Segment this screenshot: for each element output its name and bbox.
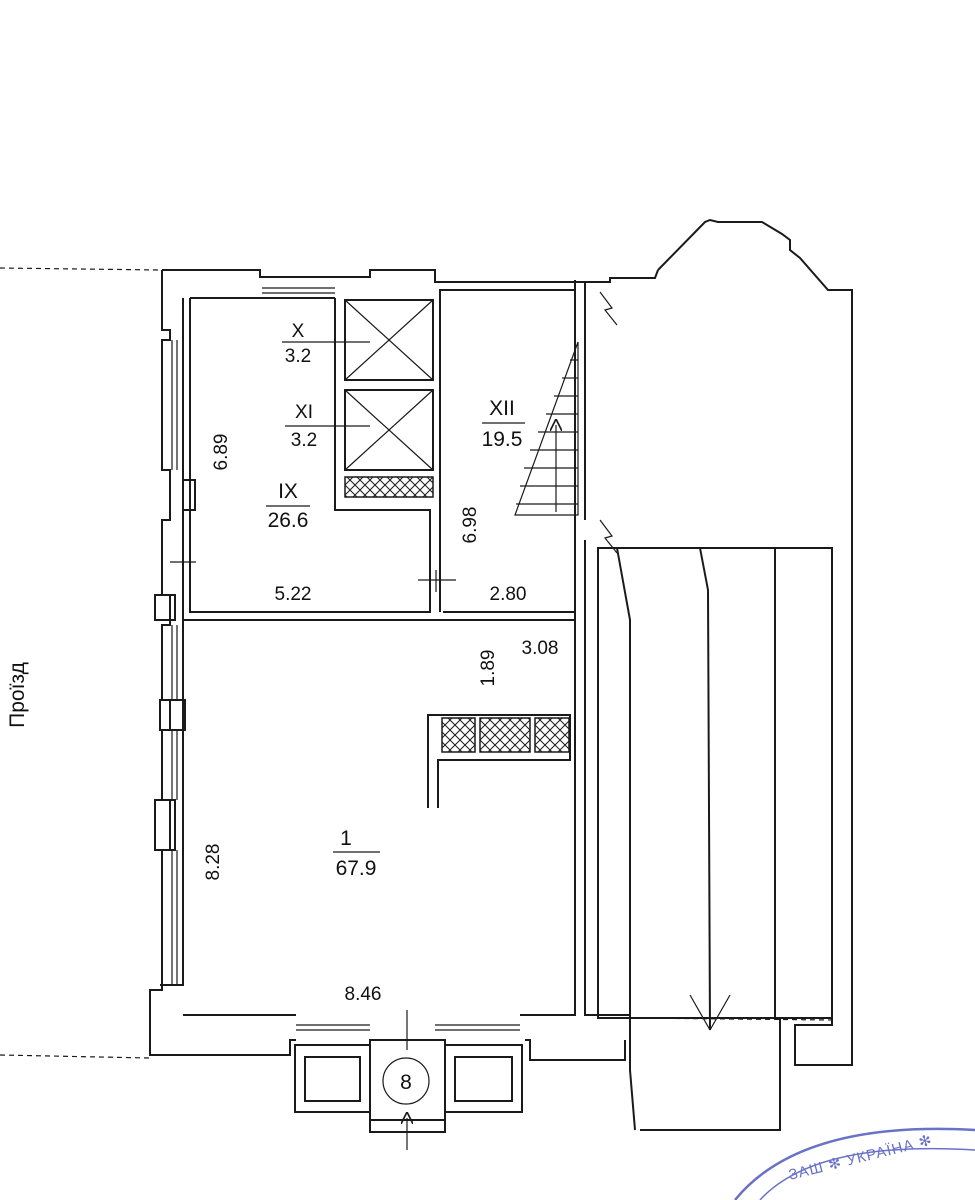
room-area-xi: 3.2 xyxy=(291,430,317,451)
neighbour-building xyxy=(584,218,853,1131)
room-id-xii: XII xyxy=(489,397,515,420)
dim-niche-depth: 1.89 xyxy=(478,650,499,687)
room-area-xii: 19.5 xyxy=(482,428,523,451)
room-id-x: X xyxy=(292,321,305,342)
interior-walls xyxy=(170,289,575,808)
dim-ix-height: 6.89 xyxy=(211,434,232,471)
stair-xii xyxy=(514,341,579,516)
room-id-1: 1 xyxy=(340,827,352,850)
official-stamp: ЗАШ ✻ УКРАЇНА ✻ xyxy=(734,1127,975,1200)
room-label-x: X 3.2 xyxy=(282,321,370,367)
room-id-ix: IX xyxy=(278,480,298,503)
dim-niche-width: 3.08 xyxy=(522,638,559,659)
boundary-line-top xyxy=(0,267,161,271)
dim-room1-width: 8.46 xyxy=(345,984,382,1005)
entrance-number: 8 xyxy=(400,1071,412,1094)
room-label-1: 1 67.9 xyxy=(333,827,380,880)
dim-ix-width: 5.22 xyxy=(275,584,312,605)
entrance-porch: 8 xyxy=(294,1010,523,1150)
street-label: Проїзд xyxy=(6,662,29,728)
room-label-ix: IX 26.6 xyxy=(266,480,310,532)
entrance-number-circle xyxy=(382,1057,430,1105)
dim-room1-height: 8.28 xyxy=(203,844,224,881)
room-area-1: 67.9 xyxy=(336,857,377,880)
boundary-line-bottom xyxy=(0,1054,151,1059)
stamp-text: ЗАШ ✻ УКРАЇНА ✻ xyxy=(787,1132,934,1184)
room-area-x: 3.2 xyxy=(285,346,311,367)
dim-xii-height: 6.98 xyxy=(460,507,481,544)
room-area-ix: 26.6 xyxy=(268,509,309,532)
room-label-xii: XII 19.5 xyxy=(482,397,525,451)
room-label-xi: XI 3.2 xyxy=(285,402,370,451)
room-id-xi: XI xyxy=(295,402,313,423)
dim-xii-width: 2.80 xyxy=(490,584,527,605)
outer-walls xyxy=(149,269,659,1061)
